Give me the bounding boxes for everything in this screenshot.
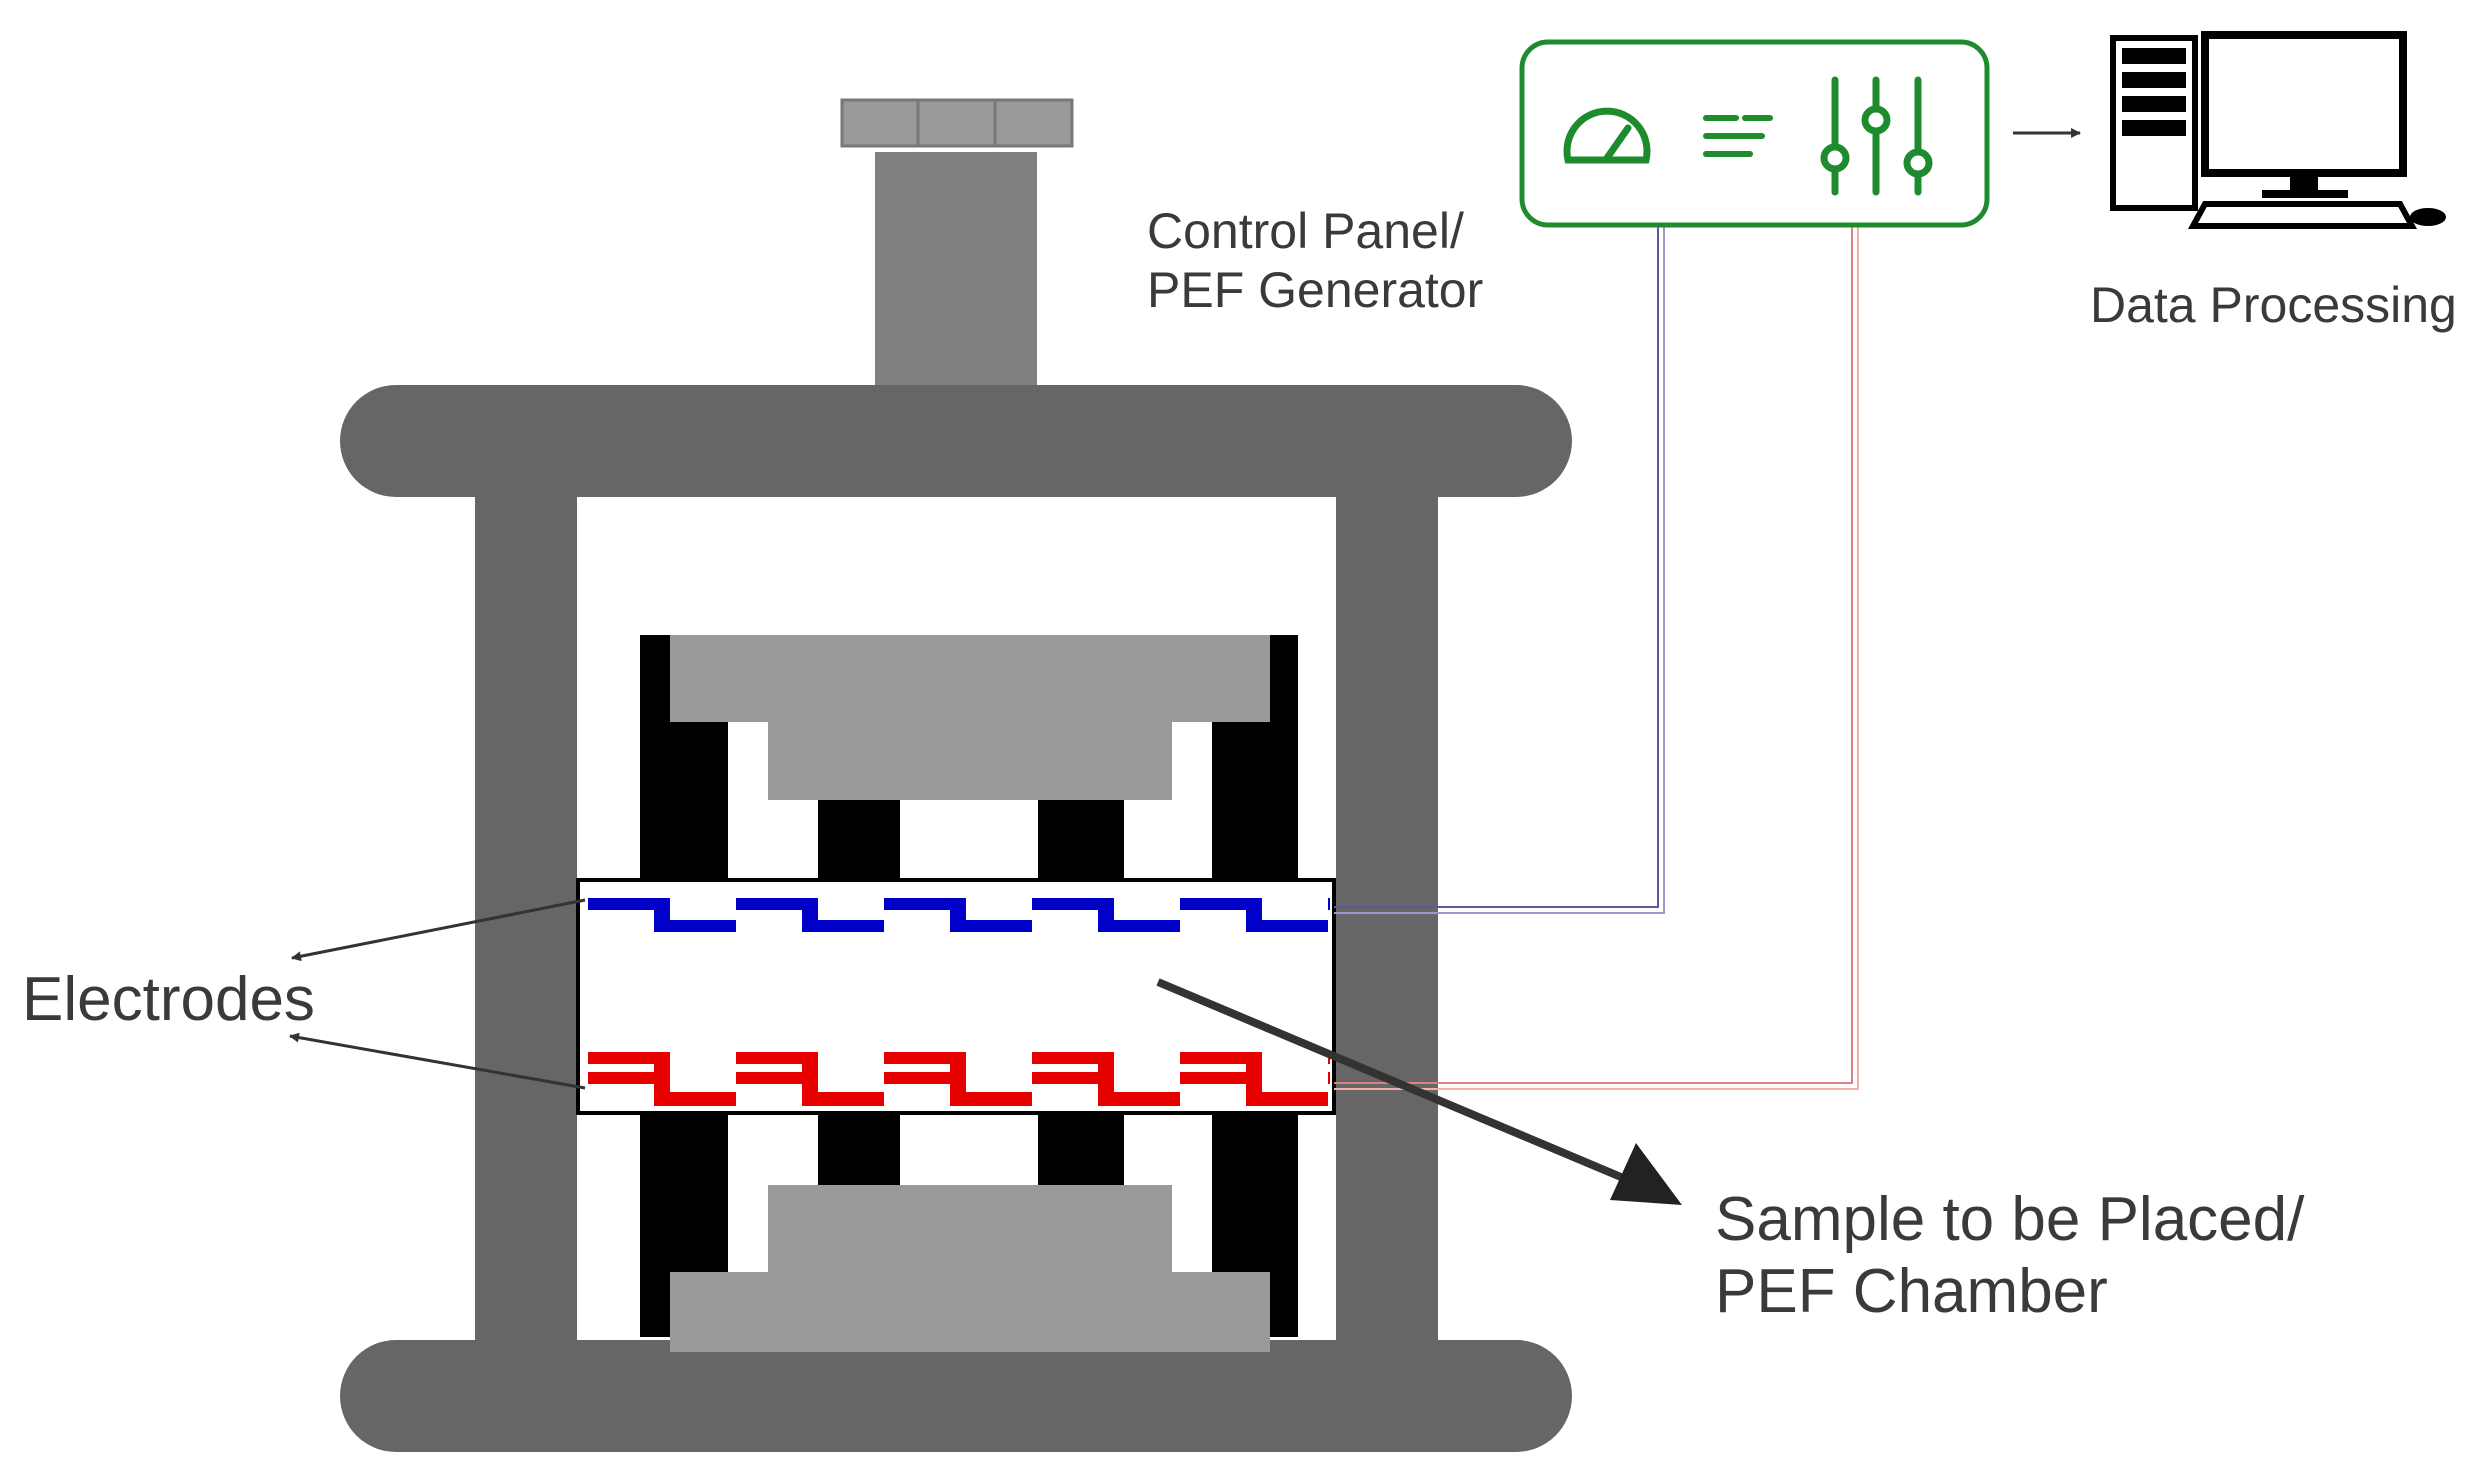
electrode-segment (1098, 898, 1114, 932)
electrode-segment (1328, 1072, 1330, 1084)
left-column (475, 495, 577, 1345)
electrode-segment (1032, 1052, 1106, 1064)
electrode-segment (1106, 920, 1180, 932)
electrode-segment (1180, 898, 1254, 910)
electrode-segment (1254, 920, 1328, 932)
top-electrode (588, 898, 1330, 932)
electrode-segment (958, 1092, 1032, 1106)
electrode-segment (588, 1052, 662, 1064)
electrode-segment (884, 898, 958, 910)
lower-press-block (640, 1115, 1298, 1352)
electrodes-label: Electrodes (22, 965, 315, 1034)
electrode-segment (1180, 1052, 1254, 1064)
sample-label-line1: Sample to be Placed/ (1715, 1185, 2305, 1254)
control-panel-label-line1: Control Panel/ (1147, 203, 1464, 259)
sample-callout-arrow (1156, 978, 1682, 1205)
sliders-icon (1820, 76, 1933, 196)
electrode-segment (884, 1052, 958, 1064)
bottom-base (340, 1340, 1572, 1452)
electrode-segment (588, 1072, 662, 1084)
wire-bottom (1334, 225, 1859, 1090)
data-processing-label: Data Processing (2090, 277, 2457, 333)
electrode-segment (950, 898, 966, 932)
electrode-segment (810, 1092, 884, 1106)
gauge-icon (1563, 107, 1651, 164)
control-panel-label-line2: PEF Generator (1147, 262, 1483, 318)
electrode-segment (736, 1072, 810, 1084)
electrode-segment (884, 1072, 958, 1084)
electrode-callout-arrows (289, 898, 586, 1090)
electrode-segment (1328, 898, 1330, 910)
fast-forward-lines-icon (1703, 115, 1773, 157)
electrode-segment (810, 920, 884, 932)
top-bolt (840, 98, 1074, 388)
electrode-segment (736, 1052, 810, 1064)
computer-icon (2110, 31, 2446, 229)
electrode-segment (1032, 898, 1106, 910)
electrode-segment (654, 898, 670, 932)
press-frame (340, 98, 1572, 1452)
electrode-segment (1106, 1092, 1180, 1106)
wire-top (1334, 225, 1665, 914)
electrode-segment (736, 898, 810, 910)
right-column (1336, 495, 1438, 1345)
electrode-segment (802, 898, 818, 932)
control-panel (1519, 39, 1990, 228)
top-crossbeam (340, 385, 1572, 497)
electrode-segment (1254, 1092, 1328, 1106)
sample-label-line2: PEF Chamber (1715, 1257, 2108, 1326)
electrode-segment (662, 1092, 736, 1106)
electrode-segment (588, 898, 662, 910)
bottom-electrode (588, 1052, 1330, 1106)
electrode-segment (1180, 1072, 1254, 1084)
electrode-segment (662, 920, 736, 932)
electrode-segment (958, 920, 1032, 932)
upper-press-block (640, 635, 1298, 880)
electrode-segment (1246, 898, 1262, 932)
electrode-segment (1032, 1072, 1106, 1084)
